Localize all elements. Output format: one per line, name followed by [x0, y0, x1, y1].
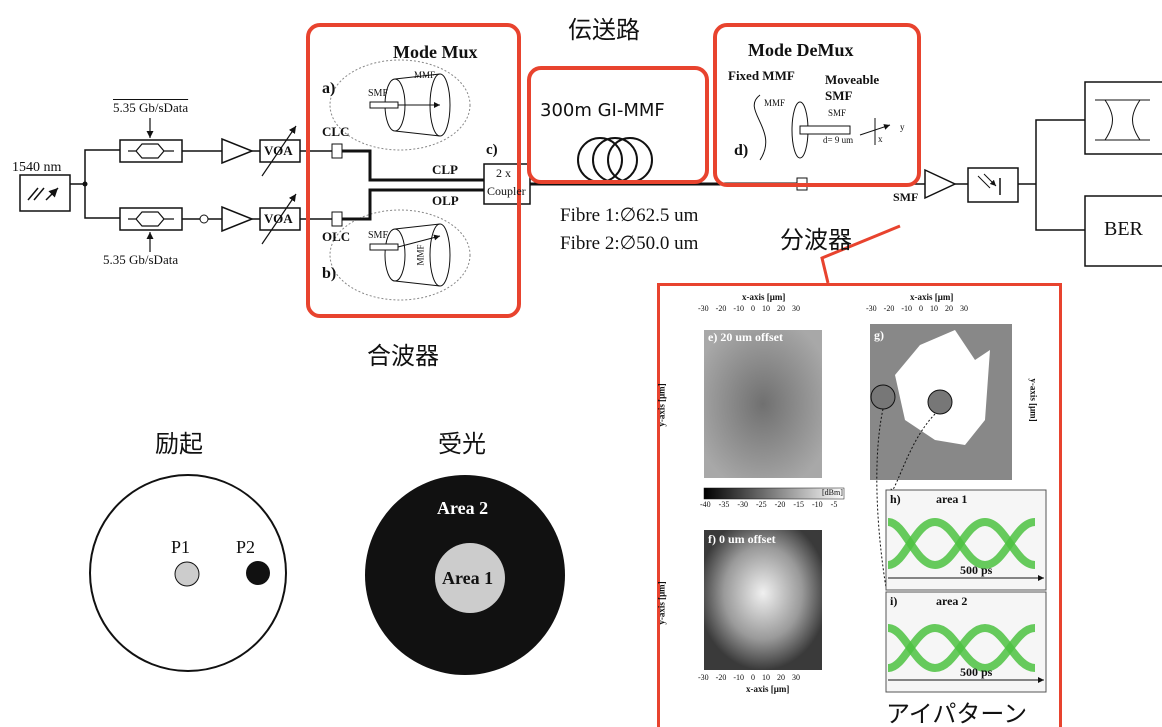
panel-e-label: e) 20 um offset [708, 330, 783, 344]
laser-source-icon [19, 174, 71, 212]
clp-label: CLP [432, 162, 458, 177]
ber-box [1084, 195, 1162, 267]
reception-caption: 受光 [438, 430, 486, 458]
voa-bottom-label: VOA [264, 211, 293, 226]
mux-mmf-top: MMF [414, 70, 436, 80]
scale-ticks: -40 -35 -30 -25 -20 -15 -10 -5 [700, 500, 838, 509]
mux-caption: 合波器 [367, 342, 439, 370]
scale-unit: [dBm] [822, 488, 843, 497]
area2-label: Area 2 [437, 498, 489, 518]
mode-demux-title: Mode DeMux [748, 40, 854, 60]
eye-ps-label-1: 500 ps [960, 563, 993, 577]
ber-label: BER [1104, 218, 1143, 240]
panel-y-axis-f: y-axis [μm] [656, 581, 667, 625]
data-top-label: 5.35 Gb/sData [113, 100, 189, 115]
demux-mmf-label: MMF [764, 98, 786, 108]
offset0-mode-image [704, 530, 822, 670]
panel-h-label: h) [890, 492, 901, 506]
p2-spot [246, 561, 270, 585]
photodetector-icon [967, 167, 1019, 203]
olp-label: OLP [432, 193, 459, 208]
mux-mmf-bottom: MMF [415, 244, 426, 266]
mode-mux-title: Mode Mux [393, 42, 478, 62]
demux-spacing: d= 9 um [823, 135, 854, 145]
p1-spot [174, 561, 200, 587]
panel-x-axis-top-left: x-axis [μm] [742, 292, 786, 302]
area1-label: Area 1 [442, 568, 494, 588]
scope-box [1084, 81, 1162, 155]
eye-area2-label: area 2 [936, 594, 968, 608]
wavelength-label: 1540 nm [12, 160, 62, 175]
transmission-caption: 伝送路 [568, 16, 640, 44]
data-bottom-label: 5.35 Gb/sData [103, 252, 179, 267]
panel-y-axis-g: y-axis [μm] [1028, 378, 1039, 422]
clc-label: CLC [322, 124, 350, 139]
panel-x-axis-top-right: x-axis [μm] [910, 292, 954, 302]
demux-fixed-label: Fixed MMF [728, 68, 795, 83]
splitter-caption: 分波器 [780, 226, 852, 254]
amplifier-top-icon [221, 137, 255, 165]
fibre1-label: Fibre 1:∅62.5 um [560, 205, 699, 226]
coupler-box [483, 163, 531, 205]
demux-y-axis: y [900, 122, 905, 132]
excitation-caption: 励起 [155, 430, 203, 458]
mux-smf-top: SMF [368, 88, 389, 99]
mode-demux-highlight [713, 23, 921, 187]
measurement-panel-frame [657, 283, 1062, 727]
ticks-top-e: -30 -20 -10 0 10 20 30 [698, 304, 800, 313]
panel-x-axis-bottom: x-axis [μm] [746, 684, 790, 694]
fibre2-label: Fibre 2:∅50.0 um [560, 233, 699, 254]
demux-smf-label: SMF [825, 88, 853, 103]
eye-area1-label: area 1 [936, 492, 968, 506]
ticks-bottom-f: -30 -20 -10 0 10 20 30 [698, 673, 800, 682]
ticks-top-g: -30 -20 -10 0 10 20 30 [866, 304, 968, 313]
fibre-label: 300m GI-MMF [540, 100, 665, 121]
color-scale-bar [703, 487, 845, 500]
panel-i-label: i) [890, 594, 898, 608]
amplifier-bottom-icon [221, 205, 255, 233]
offset20-mode-image [704, 330, 822, 478]
coupler-c-label: c) [486, 142, 498, 158]
amplifier-rx-icon [924, 168, 957, 200]
demux-smf-small: SMF [828, 108, 847, 118]
mux-b-label: b) [322, 265, 337, 282]
smf-out-label: SMF [893, 190, 919, 204]
olc-label: OLC [322, 229, 351, 244]
p1-label: P1 [171, 537, 191, 557]
demux-moveable-label: Moveable [825, 72, 880, 87]
voa-top-label: VOA [264, 143, 293, 158]
panel-y-axis-e: y-axis [μm] [656, 383, 667, 427]
eye-ps-label-2: 500 ps [960, 665, 993, 679]
demux-d-label: d) [734, 142, 749, 159]
demux-x-axis: x [878, 134, 883, 144]
transmission-highlight [527, 66, 709, 184]
panel-f-label: f) 0 um offset [708, 532, 776, 546]
reception-area1-disk [435, 543, 505, 613]
p2-label: P2 [236, 537, 256, 557]
eye-pattern-caption: アイパターン [886, 700, 1028, 727]
mux-a-label: a) [322, 80, 336, 97]
panel-g-label: g) [874, 328, 884, 342]
mux-smf-bottom: SMF [368, 230, 389, 241]
coupler-line1: 2 x [496, 166, 511, 180]
coupler-line2: Coupler [487, 184, 526, 198]
mode-mux-highlight [306, 23, 521, 318]
